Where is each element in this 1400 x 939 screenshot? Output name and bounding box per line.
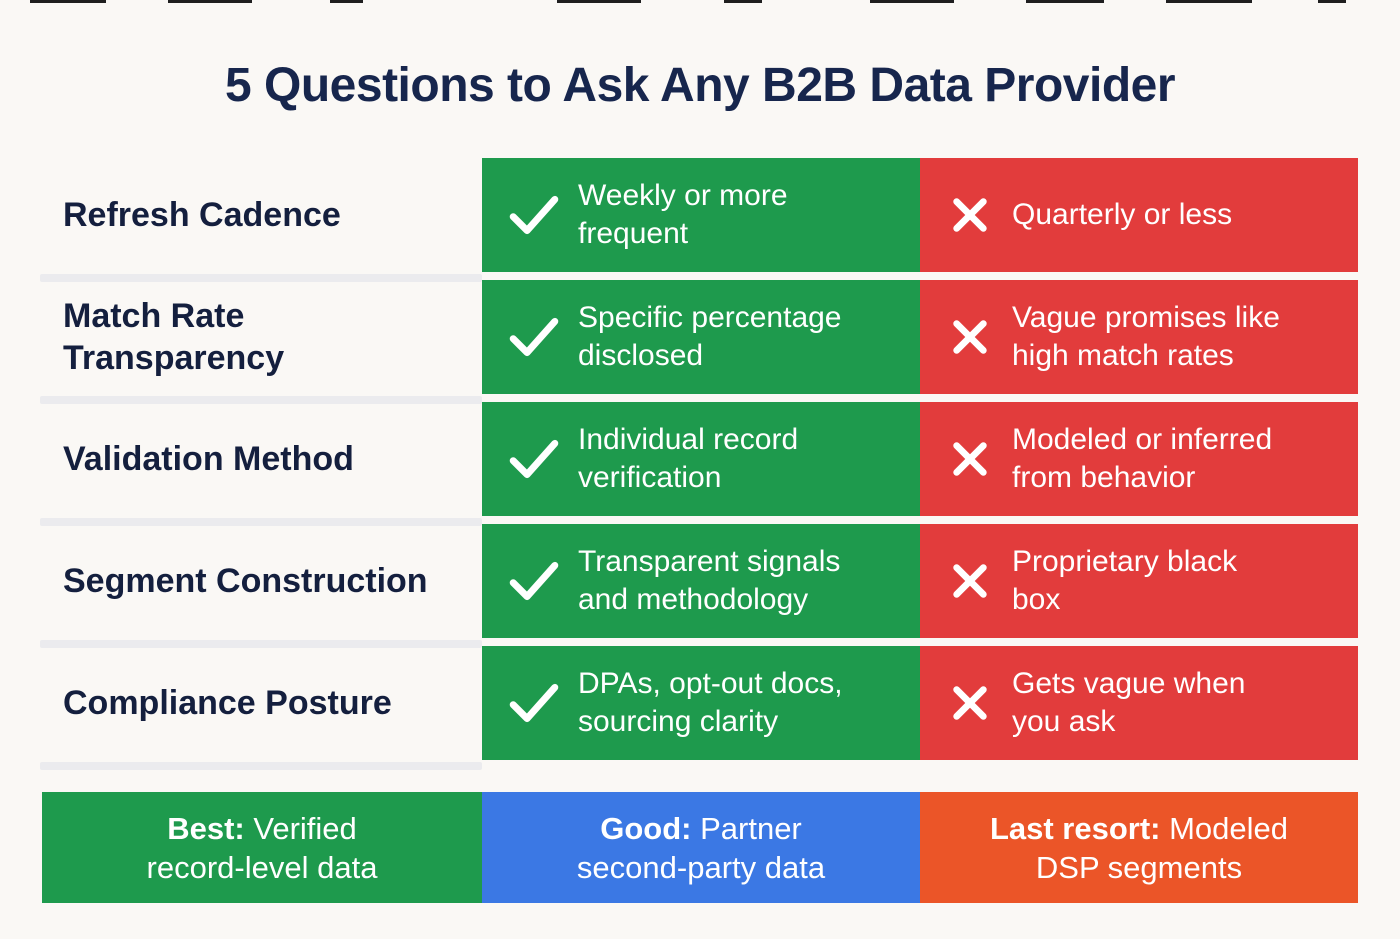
good-text: Weekly or more frequent	[578, 179, 788, 250]
crop-artifact	[1318, 0, 1346, 3]
bad-text: Gets vague when you ask	[1012, 667, 1246, 738]
legend-last-resort: Last resort: Modeled DSP segments	[920, 792, 1358, 903]
row-divider	[40, 762, 482, 770]
good-cell: Specific percentage disclosed	[482, 280, 920, 394]
legend-last-resort-line2: DSP segments	[1035, 849, 1243, 885]
legend-best-line2: record-level data	[146, 849, 378, 885]
check-icon	[508, 194, 560, 236]
table-row: Compliance Posture DPAs, opt-out docs, s…	[0, 646, 1400, 760]
legend-best-line1: Best: Verified	[167, 810, 357, 846]
table-row: Match Rate Transparency Specific percent…	[0, 280, 1400, 394]
good-text: Specific percentage disclosed	[578, 301, 842, 372]
good-cell: Transparent signals and methodology	[482, 524, 920, 638]
tier-legend: Best: Verified record-level data Good: P…	[42, 792, 1358, 903]
good-text: Individual record verification	[578, 423, 799, 494]
good-text: Transparent signals and methodology	[578, 545, 841, 616]
row-label-validation-method: Validation Method	[63, 440, 354, 478]
bad-cell: Gets vague when you ask	[920, 646, 1358, 760]
good-text: DPAs, opt-out docs, sourcing clarity	[578, 667, 843, 738]
bad-cell: Vague promises like high match rates	[920, 280, 1358, 394]
crop-artifact	[330, 0, 363, 3]
bad-cell: Proprietary black box	[920, 524, 1358, 638]
x-icon	[946, 682, 994, 724]
legend-good-line2: second-party data	[576, 849, 826, 885]
bad-text: Proprietary black box	[1012, 545, 1238, 616]
crop-artifact	[168, 0, 252, 3]
legend-good-line1: Good: Partner	[600, 810, 802, 846]
check-icon	[508, 560, 560, 602]
row-label-match-rate-transparency: Match Rate Transparency	[63, 297, 285, 377]
row-label-compliance-posture: Compliance Posture	[63, 684, 392, 722]
row-divider	[40, 518, 482, 526]
x-icon	[946, 194, 994, 236]
legend-good: Good: Partner second-party data	[482, 792, 920, 903]
good-cell: Weekly or more frequent	[482, 158, 920, 272]
crop-artifact	[557, 0, 641, 3]
crop-artifact	[30, 0, 106, 3]
crop-artifact	[1026, 0, 1104, 3]
table-row: Validation Method Individual record veri…	[0, 402, 1400, 516]
bad-cell: Quarterly or less	[920, 158, 1358, 272]
bad-cell: Modeled or inferred from behavior	[920, 402, 1358, 516]
x-icon	[946, 316, 994, 358]
good-cell: DPAs, opt-out docs, sourcing clarity	[482, 646, 920, 760]
row-divider	[40, 640, 482, 648]
crop-artifact	[724, 0, 762, 3]
crop-artifact	[870, 0, 954, 3]
row-label-segment-construction: Segment Construction	[63, 562, 428, 600]
bad-text: Vague promises like high match rates	[1012, 301, 1280, 372]
good-cell: Individual record verification	[482, 402, 920, 516]
check-icon	[508, 682, 560, 724]
row-label-refresh-cadence: Refresh Cadence	[63, 196, 341, 234]
x-icon	[946, 438, 994, 480]
check-icon	[508, 316, 560, 358]
row-divider	[40, 396, 482, 404]
bad-text: Modeled or inferred from behavior	[1012, 423, 1273, 494]
crop-artifact	[1166, 0, 1252, 3]
table-row: Refresh Cadence Weekly or more frequent …	[0, 158, 1400, 272]
legend-last-resort-line1: Last resort: Modeled	[989, 810, 1289, 846]
check-icon	[508, 438, 560, 480]
table-row: Segment Construction Transparent signals…	[0, 524, 1400, 638]
bad-text: Quarterly or less	[1012, 198, 1233, 231]
page-title: 5 Questions to Ask Any B2B Data Provider	[224, 59, 1176, 112]
row-divider	[40, 274, 482, 282]
x-icon	[946, 560, 994, 602]
legend-best: Best: Verified record-level data	[42, 792, 482, 903]
